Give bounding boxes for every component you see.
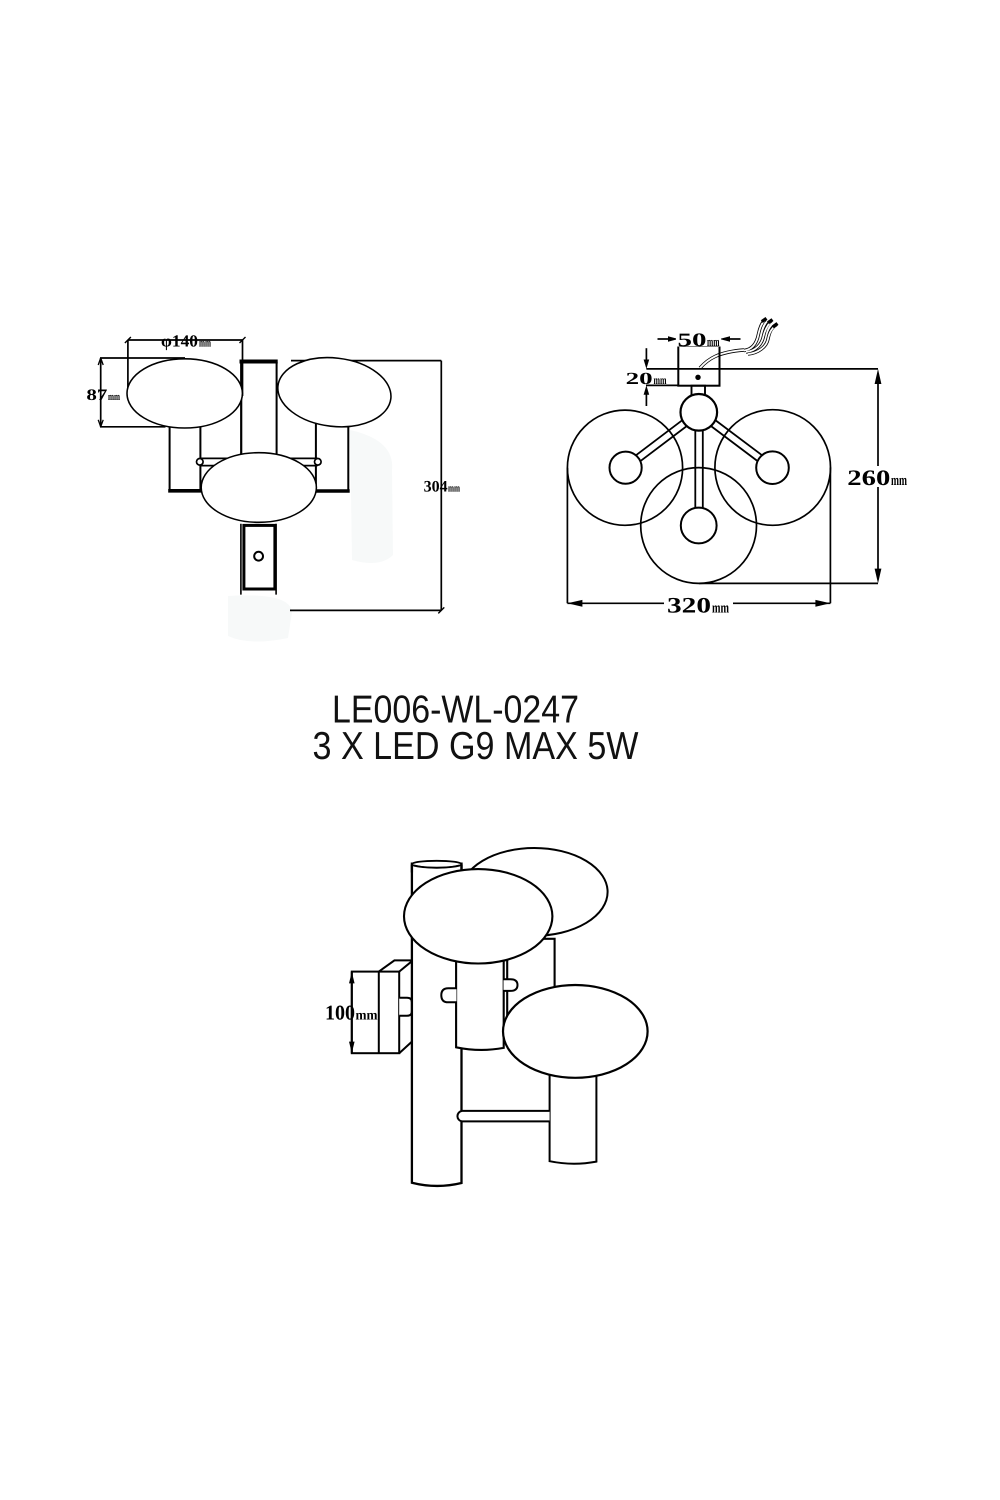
- svg-text:87: 87: [86, 387, 107, 404]
- svg-text:320: 320: [667, 592, 711, 617]
- svg-text:304: 304: [424, 479, 448, 496]
- svg-text:mm: mm: [712, 600, 729, 616]
- svg-text:mm: mm: [707, 334, 720, 349]
- svg-text:mm: mm: [199, 337, 211, 349]
- svg-text:φ140: φ140: [161, 331, 198, 350]
- svg-text:mm: mm: [448, 483, 460, 495]
- svg-text:mm: mm: [654, 373, 667, 387]
- svg-text:260: 260: [847, 465, 890, 490]
- svg-text:100: 100: [325, 1001, 355, 1025]
- svg-text:LE006-WL-0247: LE006-WL-0247: [332, 689, 579, 732]
- svg-text:mm: mm: [108, 391, 120, 403]
- svg-text:20: 20: [626, 369, 653, 388]
- svg-text:mm: mm: [356, 1009, 378, 1024]
- svg-text:mm: mm: [891, 473, 907, 489]
- svg-text:3 X LED G9 MAX 5W: 3 X LED G9 MAX 5W: [313, 725, 639, 768]
- svg-text:50: 50: [678, 330, 707, 351]
